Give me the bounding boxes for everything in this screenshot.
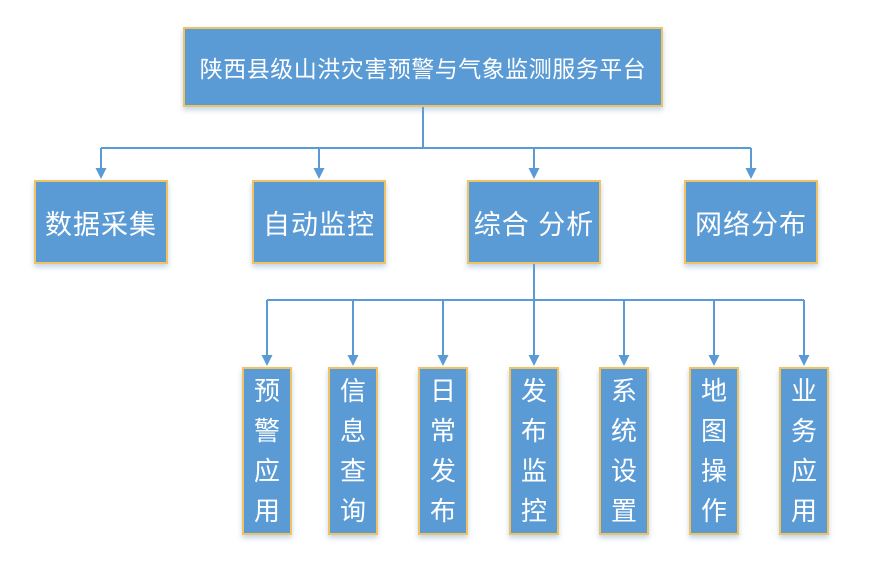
node-label: 网络分布 bbox=[695, 209, 807, 240]
arrow-down-icon bbox=[261, 355, 273, 366]
node-data-collection: 数据采集 bbox=[34, 180, 168, 264]
arrow-down-icon bbox=[95, 168, 107, 179]
node-label: 发布监控 bbox=[520, 376, 547, 526]
arrow-down-icon bbox=[708, 355, 720, 366]
arrow-down-icon bbox=[528, 355, 540, 366]
node-map-operations: 地图操作 bbox=[689, 367, 739, 535]
connector-tree-level3 bbox=[266, 264, 805, 356]
node-label: 日常发布 bbox=[429, 376, 456, 526]
node-network-distribution: 网络分布 bbox=[684, 180, 818, 264]
node-label: 综合 分析 bbox=[473, 209, 595, 240]
node-auto-monitoring: 自动监控 bbox=[252, 180, 386, 264]
node-label: 预警应用 bbox=[253, 376, 280, 526]
arrow-down-icon bbox=[437, 355, 449, 366]
connector-tree-level2 bbox=[100, 107, 752, 169]
arrow-down-icon bbox=[798, 355, 810, 366]
arrow-down-icon bbox=[313, 168, 325, 179]
node-label: 业务应用 bbox=[790, 376, 817, 526]
node-daily-release: 日常发布 bbox=[418, 367, 468, 535]
node-root-platform: 陕西县级山洪灾害预警与气象监测服务平台 bbox=[183, 27, 663, 107]
node-release-monitoring: 发布监控 bbox=[509, 367, 559, 535]
node-warning-application: 预警应用 bbox=[242, 367, 292, 535]
node-root-label: 陕西县级山洪灾害预警与气象监测服务平台 bbox=[199, 56, 647, 82]
arrow-down-icon bbox=[745, 168, 757, 179]
arrow-down-icon bbox=[347, 355, 359, 366]
node-comprehensive-analysis: 综合 分析 bbox=[467, 180, 601, 264]
node-info-query: 信息查询 bbox=[328, 367, 378, 535]
arrow-down-icon bbox=[528, 168, 540, 179]
node-label: 自动监控 bbox=[263, 209, 375, 240]
node-label: 数据采集 bbox=[45, 209, 157, 240]
node-business-application: 业务应用 bbox=[779, 367, 829, 535]
node-system-settings: 系统设置 bbox=[599, 367, 649, 535]
arrow-down-icon bbox=[618, 355, 630, 366]
node-label: 系统设置 bbox=[610, 376, 637, 526]
node-label: 地图操作 bbox=[700, 376, 727, 526]
node-label: 信息查询 bbox=[339, 376, 366, 526]
